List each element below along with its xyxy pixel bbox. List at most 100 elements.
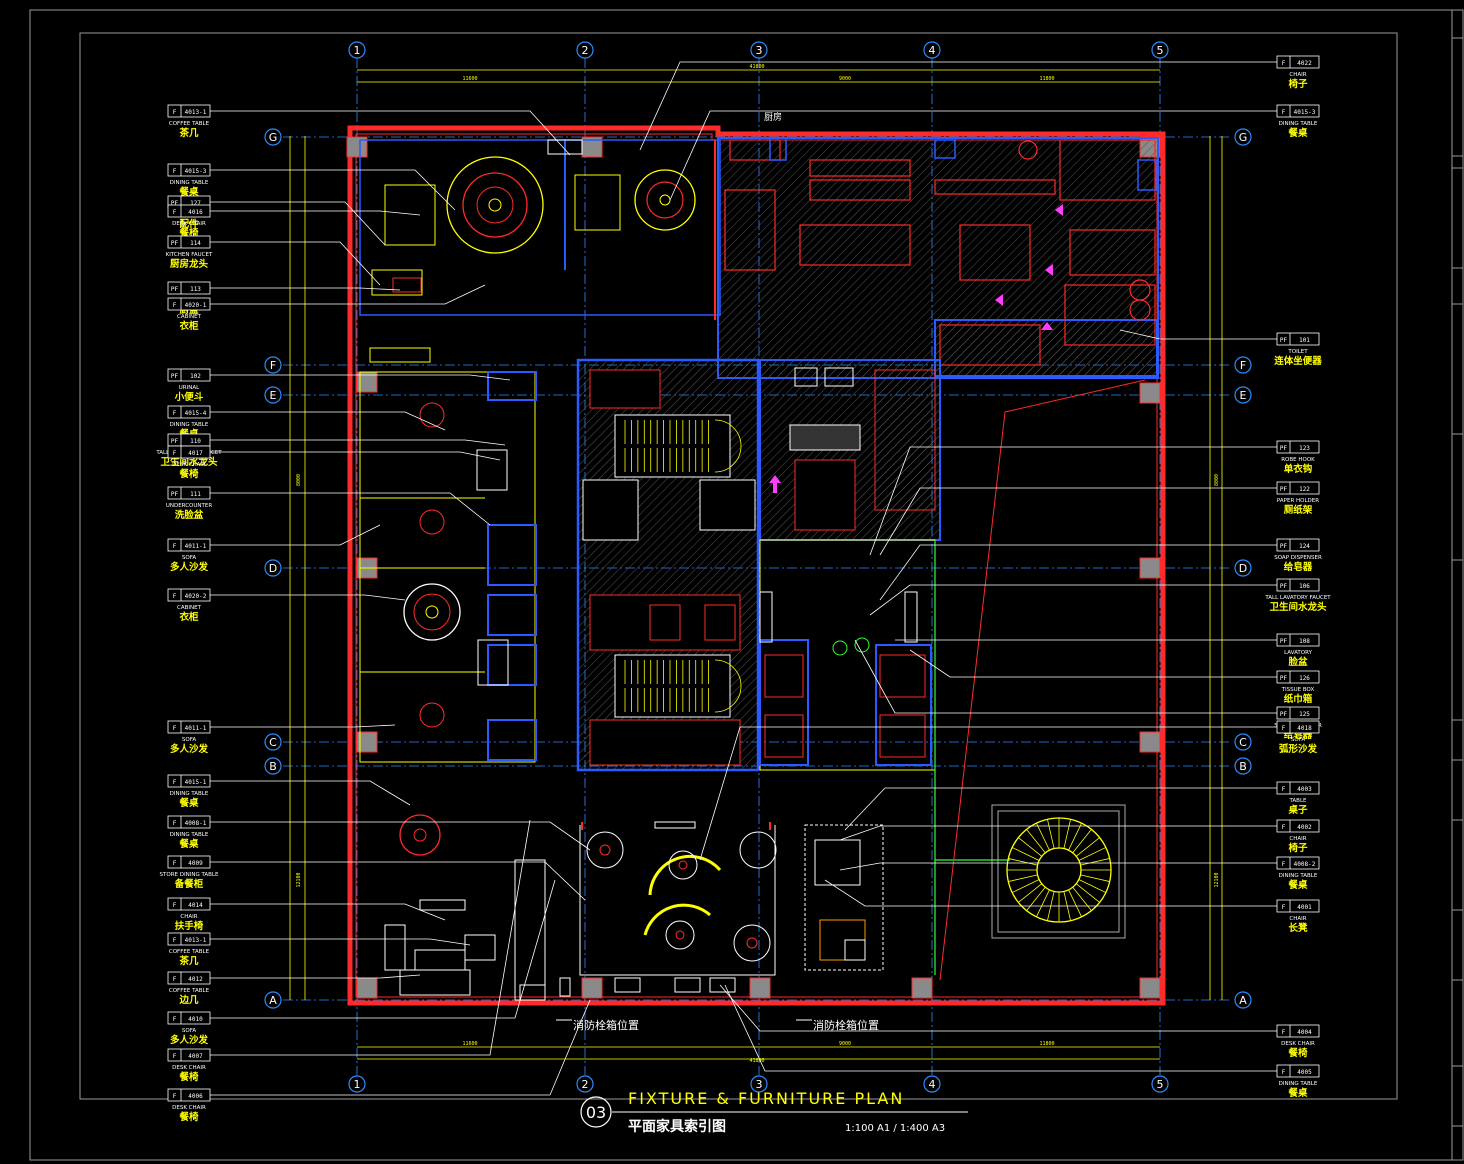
svg-text:A: A <box>269 994 277 1007</box>
tag-box <box>1276 578 1320 592</box>
spiral-tread <box>1011 847 1040 861</box>
tag-box <box>167 104 211 118</box>
tag-prefix: F <box>173 860 177 867</box>
dim-side-left-2: 12100 <box>296 872 302 887</box>
spiral-tread <box>1075 837 1100 857</box>
tag-code: 114 <box>190 240 201 247</box>
spiral-tread <box>1072 829 1092 854</box>
fire-hydrant-labels: 消防栓箱位置 消防栓箱位置 <box>556 1018 879 1032</box>
tag-prefix: F <box>173 450 177 457</box>
tag-name-en: COFFEE TABLE <box>169 949 210 955</box>
tag-name-en: DINING TABLE <box>1279 1081 1318 1087</box>
tag-name-en: SOFA <box>182 737 196 743</box>
tag-box <box>1276 706 1320 720</box>
bottom-center-dining <box>579 821 777 993</box>
svg-text:A: A <box>1239 994 1247 1007</box>
tag-name-en: DINING TABLE <box>170 422 209 428</box>
grid-bubble-left-C: C <box>264 733 282 751</box>
leader-line <box>210 110 571 156</box>
tag-prefix: F <box>173 593 177 600</box>
tag-prefix: PF <box>1280 711 1288 718</box>
grid-bubble-top-1: 1 <box>348 41 366 59</box>
tag-box <box>167 588 211 602</box>
tag-code: 4007 <box>188 1053 203 1060</box>
drawing-number: 03 <box>586 1103 606 1122</box>
tag-name-cn: 茶几 <box>178 955 199 967</box>
spiral-tread <box>1063 819 1071 849</box>
tag-code: 4008-2 <box>1294 861 1316 868</box>
dim-bottom-span-1: 11600 <box>462 1041 477 1047</box>
spiral-tread <box>1078 847 1107 861</box>
svg-text:2: 2 <box>582 44 589 57</box>
tag-code: 4017 <box>188 450 203 457</box>
svg-text:F: F <box>1240 359 1246 372</box>
tag-name-en: STORE DINING TABLE <box>160 872 219 878</box>
tag-prefix: F <box>1282 109 1286 116</box>
tag-name-cn: 给皂器 <box>1284 561 1313 573</box>
center-core <box>576 358 941 772</box>
tag-code: 4013-1 <box>185 937 207 944</box>
leader-line <box>210 780 411 806</box>
tag-prefix: PF <box>171 373 179 380</box>
tag-name-en: KITCHEN FAUCET <box>166 252 213 258</box>
tag-prefix: PF <box>171 438 179 445</box>
dim-bottom-total: 41800 <box>749 1058 764 1064</box>
tag-prefix: PF <box>1280 486 1288 493</box>
tag-prefix: F <box>173 302 177 309</box>
tag-code: 4011-1 <box>185 725 207 732</box>
grid-bubble-bottom-2: 2 <box>576 1075 594 1093</box>
tag-code: 4009 <box>188 860 203 867</box>
grid-bubble-top-3: 3 <box>750 41 768 59</box>
tag-box <box>167 486 211 500</box>
tag-name-cn: 餐桌 <box>178 186 199 198</box>
spiral-tread <box>1008 874 1038 882</box>
leader-line <box>210 492 491 526</box>
stair-landing <box>714 419 742 473</box>
leader-line <box>210 819 531 1056</box>
tag-name-cn: 餐桌 <box>1287 1087 1308 1099</box>
svg-text:E: E <box>270 389 277 402</box>
tag-box <box>1276 55 1320 69</box>
grid-bubble-left-E: E <box>264 386 282 404</box>
leader-line <box>210 169 456 211</box>
leader-line <box>210 724 396 728</box>
dim-side-right: 8000 <box>1214 474 1220 486</box>
tag-name-cn: 连体坐便器 <box>1274 355 1322 367</box>
tag-name-en: SOAP DISPENSER <box>1274 555 1322 561</box>
spiral-tread <box>1080 858 1110 866</box>
tag-box <box>167 815 211 829</box>
spiral-tread <box>1036 822 1050 851</box>
tag-name-cn: 餐椅 <box>178 468 199 480</box>
tag-name-en: DESK CHAIR <box>1281 1041 1315 1047</box>
tag-name-cn: 纸巾箱 <box>1284 693 1313 705</box>
svg-text:B: B <box>1239 760 1247 773</box>
tag-box <box>167 445 211 459</box>
tag-prefix: PF <box>1280 543 1288 550</box>
leader-line <box>210 451 501 461</box>
tag-name-en: DESK CHAIR <box>172 1105 206 1111</box>
tag-code: 4020-1 <box>185 302 207 309</box>
svg-text:D: D <box>269 562 277 575</box>
dimension-texts: 41800 11600 9000 11800 41800 11600 9000 … <box>296 64 1220 1064</box>
leader-line <box>210 411 446 431</box>
dim-bottom-span-3: 11800 <box>1039 1041 1054 1047</box>
tag-name-cn: 卫生间水龙头 <box>160 456 218 468</box>
tag-code: 4011-1 <box>185 543 207 550</box>
tag-box <box>167 720 211 734</box>
column-9 <box>1139 731 1161 753</box>
leader-line <box>869 584 1277 616</box>
tag-name-en: CHAIR <box>1289 72 1306 78</box>
tag-box <box>1276 1024 1320 1038</box>
dim-bottom-span-2: 9000 <box>839 1041 851 1047</box>
dim-top-span-1: 11600 <box>462 76 477 82</box>
tag-name-en: URINAL <box>179 385 200 391</box>
leader-line <box>210 821 591 851</box>
tag-prefix: PF <box>1280 583 1288 590</box>
